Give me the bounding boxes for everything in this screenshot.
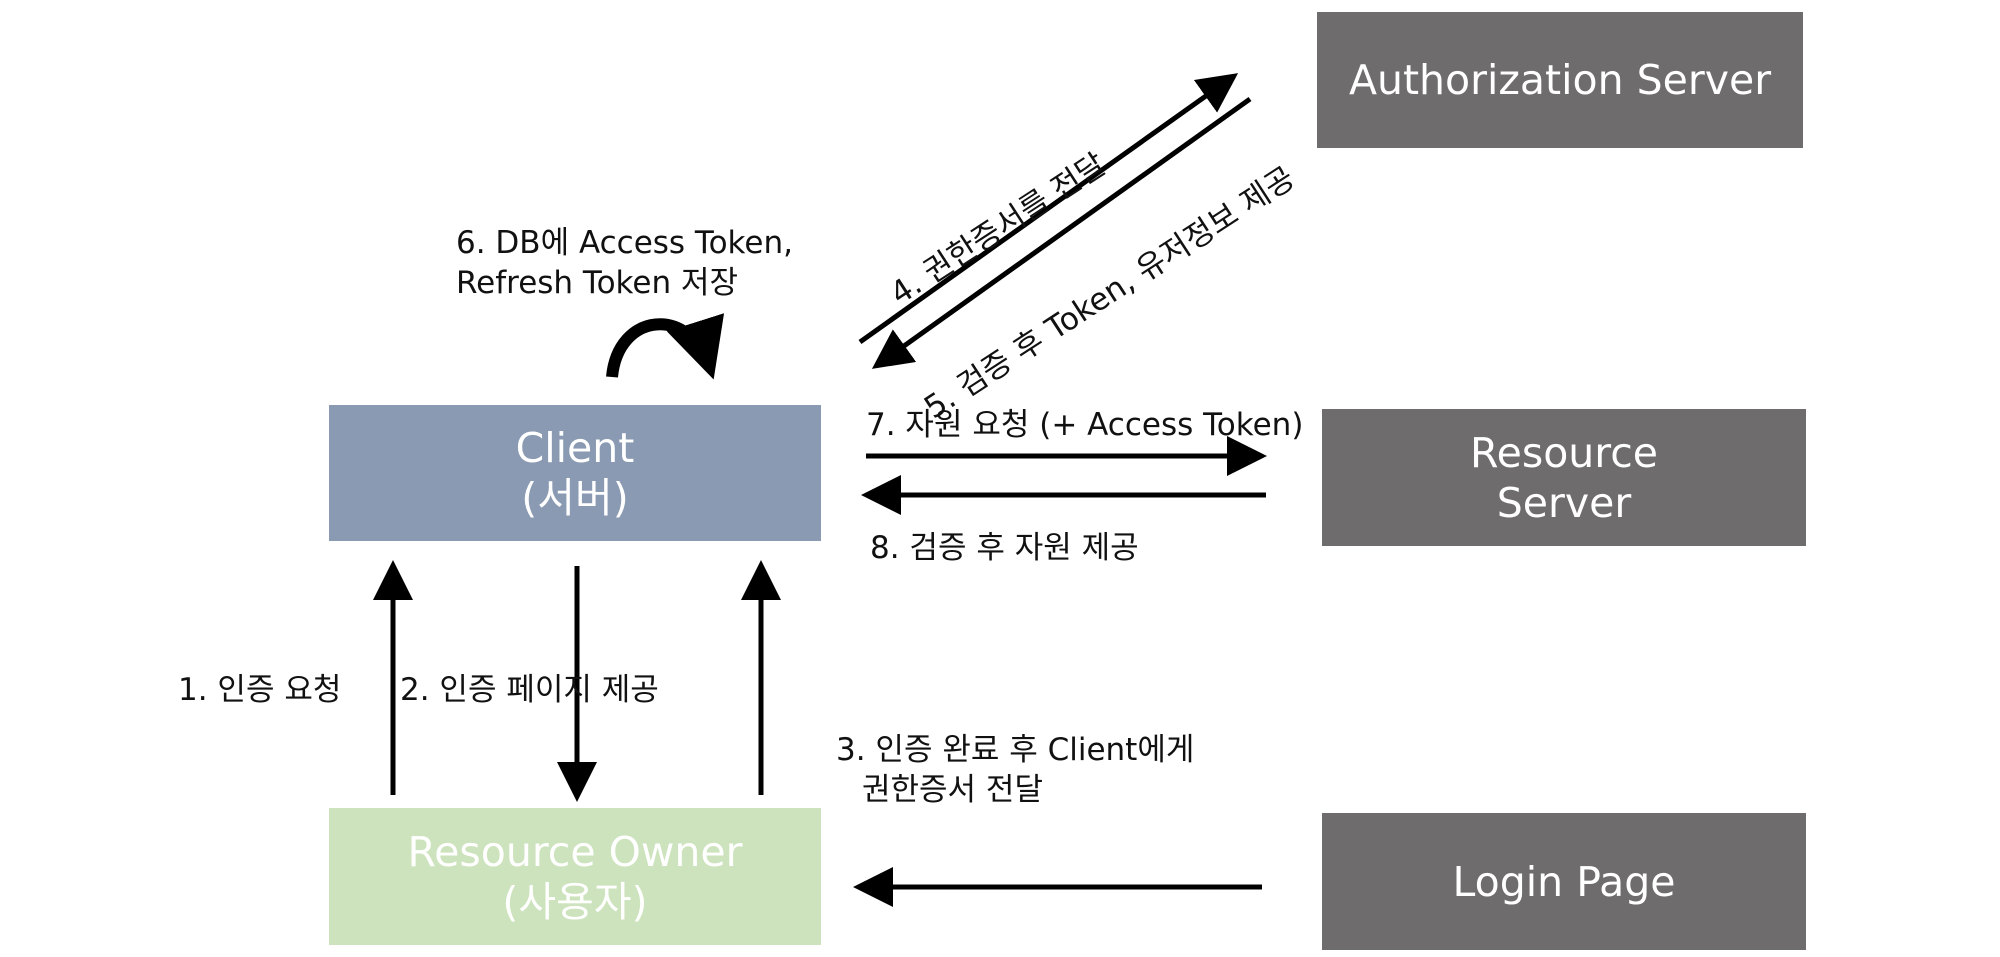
authorization-server-label: Authorization Server xyxy=(1348,56,1772,104)
arrow-step5-auth-server-to-client xyxy=(871,96,1252,369)
client-label-line2: (서버) xyxy=(521,474,629,522)
resource-server-box: Resource Server xyxy=(1322,409,1806,546)
resource-owner-label-line1: Resource Owner xyxy=(407,827,743,876)
client-box: Client (서버) xyxy=(329,405,821,541)
arrow-step4-client-to-auth-server xyxy=(858,73,1239,345)
resource-owner-box: Resource Owner (사용자) xyxy=(329,808,821,945)
step6-label-line1: 6. DB에 Access Token, xyxy=(456,225,793,261)
login-page-box: Login Page xyxy=(1322,813,1806,950)
resource-owner-label-line2: (사용자) xyxy=(502,877,648,926)
step2-label: 2. 인증 페이지 제공 xyxy=(400,672,659,708)
arrow-step6-self-loop xyxy=(606,313,725,380)
step3-label-line1: 3. 인증 완료 후 Client에게 xyxy=(836,732,1195,768)
step6-label-line2: Refresh Token 저장 xyxy=(456,265,739,301)
login-page-label: Login Page xyxy=(1452,857,1676,906)
resource-server-label-line1: Resource xyxy=(1469,428,1659,477)
step3-label: 3. 인증 완료 후 Client에게 권한증서 전달 xyxy=(836,730,1194,810)
step8-label: 8. 검증 후 자원 제공 xyxy=(870,530,1139,566)
step7-label: 7. 자원 요청 (+ Access Token) xyxy=(866,407,1304,443)
resource-server-label-line2: Server xyxy=(1496,478,1632,527)
step1-label: 1. 인증 요청 xyxy=(178,672,342,708)
authorization-server-box: Authorization Server xyxy=(1317,12,1803,148)
client-label-line1: Client xyxy=(515,424,635,472)
step3-label-line2: 권한증서 전달 xyxy=(862,772,1043,808)
step6-label: 6. DB에 Access Token, Refresh Token 저장 xyxy=(456,223,793,303)
